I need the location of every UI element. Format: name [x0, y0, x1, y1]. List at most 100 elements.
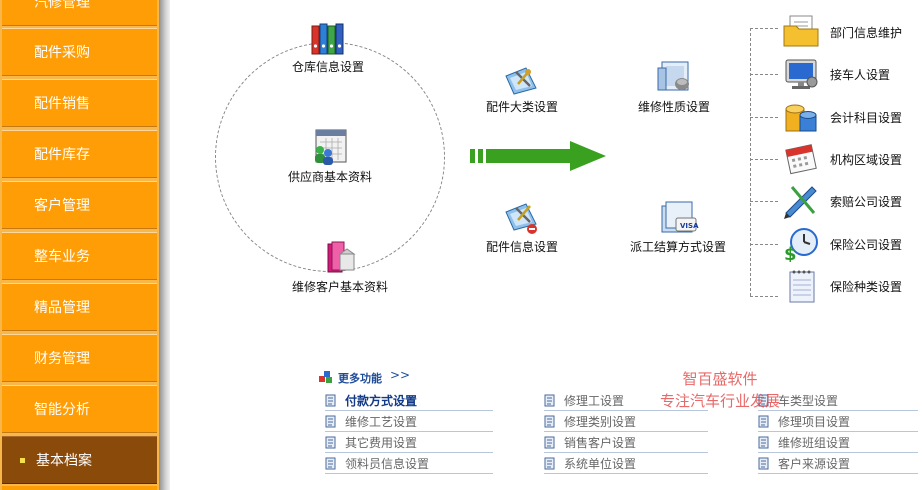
document-icon: [325, 436, 336, 449]
link-label: 领料员信息设置: [345, 457, 430, 471]
glass-folder-icon: [657, 61, 689, 91]
sidebar-item-customers[interactable]: 客户管理: [2, 181, 157, 229]
tree-branch: [750, 201, 778, 202]
node-label: 配件信息设置: [485, 240, 558, 254]
tree-connector: [750, 28, 752, 296]
sidebar-item-boutique[interactable]: 精品管理: [2, 283, 157, 331]
sidebar-item-label: 整车业务: [34, 249, 90, 265]
node-label: 索赔公司设置: [830, 195, 903, 209]
parts-info-settings-node[interactable]: 配件信息设置: [476, 198, 568, 255]
picker-info-settings-link[interactable]: 领料员信息设置: [325, 453, 493, 474]
node-label: 会计科目设置: [830, 111, 903, 125]
link-label: 维修班组设置: [778, 436, 851, 450]
sidebar-item-label: 精品管理: [34, 300, 90, 316]
sidebar-item-repair[interactable]: 汽修管理: [2, 0, 157, 26]
link-label: 销售客户设置: [564, 436, 637, 450]
splitter-bar[interactable]: [160, 0, 170, 490]
link-label: 车类型设置: [778, 394, 839, 408]
sidebar-item-parts-inventory[interactable]: 配件库存: [2, 130, 157, 178]
tree-branch: [750, 28, 778, 29]
node-label: 保险公司设置: [830, 238, 903, 252]
tree-branch: [750, 296, 778, 297]
sidebar-item-label: 配件库存: [34, 147, 90, 163]
expand-arrows-icon[interactable]: >>: [390, 368, 411, 382]
repair-item-settings-link[interactable]: 修理项目设置: [758, 411, 918, 432]
repair-category-settings-link[interactable]: 修理类别设置: [544, 411, 708, 432]
calendar-icon: [785, 144, 817, 175]
parts-category-settings-node[interactable]: 配件大类设置: [476, 62, 568, 115]
calendar-people-icon: [315, 129, 347, 165]
document-icon: [325, 394, 336, 407]
link-label: 付款方式设置: [345, 394, 418, 408]
link-label: 客户来源设置: [778, 457, 851, 471]
node-label: 派工结算方式设置: [629, 240, 726, 254]
document-icon: [544, 436, 555, 449]
blocks-icon: [319, 371, 332, 383]
watermark-line: 智百盛软件: [682, 370, 758, 388]
repair-nature-settings-node[interactable]: 维修性质设置: [628, 58, 720, 115]
document-icon: [544, 415, 555, 428]
sidebar-item-label: 汽修管理: [34, 0, 90, 11]
node-label: 维修性质设置: [637, 100, 710, 114]
node-label: 供应商基本资料: [287, 170, 372, 184]
link-label: 系统单位设置: [564, 457, 637, 471]
node-label: 机构区域设置: [830, 153, 903, 167]
link-label: 修理项目设置: [778, 415, 851, 429]
sidebar-item-label: 基本档案: [36, 453, 92, 469]
notepad-icon: [789, 270, 815, 303]
repair-team-settings-link[interactable]: 维修班组设置: [758, 432, 918, 453]
sidebar-item-parts-sales[interactable]: 配件销售: [2, 79, 157, 127]
payment-method-settings-link[interactable]: 付款方式设置: [325, 390, 493, 411]
repair-customer-info-node[interactable]: 维修客户基本资料: [280, 240, 400, 295]
more-functions-title: 更多功能: [338, 372, 382, 385]
node-label: 仓库信息设置: [291, 60, 364, 74]
supplier-basic-info-node[interactable]: 供应商基本资料: [280, 128, 380, 185]
sales-customer-settings-link[interactable]: 销售客户设置: [544, 432, 708, 453]
node-label: 接车人设置: [830, 68, 891, 82]
link-label: 修理类别设置: [564, 415, 637, 429]
money-clock-icon: $: [784, 228, 818, 262]
document-icon: [758, 436, 769, 449]
dispatch-settlement-settings-node[interactable]: VISA 派工结算方式设置: [622, 200, 734, 255]
sidebar-item-basic-archive[interactable]: 基本档案: [2, 436, 157, 484]
mechanic-settings-link[interactable]: 修理工设置: [544, 390, 708, 411]
link-label: 其它费用设置: [345, 436, 418, 450]
svg-text:$: $: [784, 244, 797, 262]
document-icon: [758, 415, 769, 428]
sidebar-item-label: 配件销售: [34, 96, 90, 112]
sidebar-item-finance[interactable]: 财务管理: [2, 334, 157, 382]
tree-branch: [750, 117, 778, 118]
system-unit-settings-link[interactable]: 系统单位设置: [544, 453, 708, 474]
customer-source-settings-link[interactable]: 客户来源设置: [758, 453, 918, 474]
folder-pink-icon: [327, 241, 356, 273]
svg-text:VISA: VISA: [680, 222, 699, 230]
link-label: 修理工设置: [564, 394, 625, 408]
tools-folder-icon: [505, 67, 537, 95]
database-icon: [785, 104, 817, 132]
warehouse-settings-node[interactable]: 仓库信息设置: [278, 22, 378, 75]
document-icon: [758, 457, 769, 470]
document-icon: [544, 457, 555, 470]
link-label: 维修工艺设置: [345, 415, 418, 429]
monitor-icon: [785, 59, 818, 89]
node-label: 部门信息维护: [830, 26, 903, 40]
repair-process-settings-link[interactable]: 维修工艺设置: [325, 411, 493, 432]
tree-branch: [750, 244, 778, 245]
other-fees-settings-link[interactable]: 其它费用设置: [325, 432, 493, 453]
active-bullet-icon: [20, 458, 25, 463]
binders-icon: [311, 23, 344, 55]
sidebar: 汽修管理 配件采购 配件销售 配件库存 客户管理 整车业务 精品管理 财务管理 …: [0, 0, 160, 490]
document-icon: [325, 457, 336, 470]
sidebar-item-label: 财务管理: [34, 351, 90, 367]
tools-folder-icon: [505, 203, 537, 234]
sidebar-item-label: 配件采购: [34, 45, 90, 61]
folder-doc-icon: [783, 15, 819, 47]
sidebar-item-label: 智能分析: [34, 402, 90, 418]
sidebar-item-analysis[interactable]: 智能分析: [2, 385, 157, 433]
sidebar-item-vehicle[interactable]: 整车业务: [2, 232, 157, 280]
sidebar-item-parts-purchase[interactable]: 配件采购: [2, 28, 157, 76]
vehicle-type-settings-link[interactable]: 车类型设置: [758, 390, 918, 411]
node-label: 配件大类设置: [485, 100, 558, 114]
pen-icon: [784, 186, 817, 219]
card-folder-icon: VISA: [661, 201, 699, 233]
